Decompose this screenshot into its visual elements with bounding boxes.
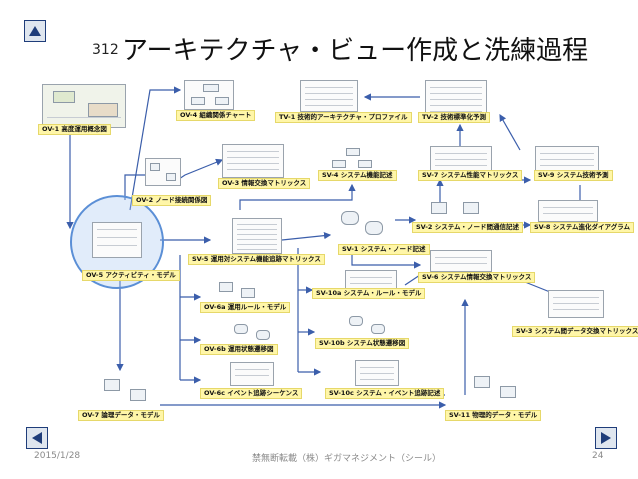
sv1-label: SV-1 システム・ノード記述 — [338, 244, 430, 255]
ov2-label: OV-2 ノード接続関係図 — [132, 195, 212, 206]
sv10b-thumbnail — [345, 312, 391, 336]
left-triangle-icon — [32, 432, 42, 444]
ov4-label: OV-4 組織関係チャート — [176, 110, 256, 121]
sv6-thumbnail — [430, 250, 492, 272]
tv2-label: TV-2 技術標準化予測 — [418, 112, 490, 123]
footer-center-text: 禁無断転載（株）ギガマネジメント（シール） — [252, 454, 442, 464]
slide-title: アーキテクチャ・ビュー作成と洗練過程 — [122, 36, 589, 66]
ov3-thumbnail — [222, 144, 284, 178]
ov6b-label: OV-6b 運用状態遷移図 — [200, 344, 278, 355]
ov4-thumbnail — [184, 80, 234, 110]
ov5-thumbnail — [92, 222, 142, 258]
ov6a-thumbnail — [215, 278, 263, 300]
prev-nav-button[interactable] — [26, 427, 48, 449]
sv2-thumbnail — [425, 196, 487, 220]
footer-page-number: 24 — [592, 451, 604, 461]
sv10a-label: SV-10a システム・ルール・モデル — [312, 288, 426, 299]
sv2-label: SV-2 システム・ノード間通信記述 — [412, 222, 524, 233]
ov6a-label: OV-6a 運用ルール・モデル — [200, 302, 291, 313]
sv5-label: SV-5 運用対システム機能追跡マトリックス — [188, 254, 325, 265]
next-nav-button[interactable] — [595, 427, 617, 449]
footer-date: 2015/1/28 — [34, 451, 81, 461]
ov7-label: OV-7 論理データ・モデル — [78, 410, 164, 421]
sv7-label: SV-7 システム性能マトリックス — [418, 170, 523, 181]
sv8-label: SV-8 システム進化ダイアグラム — [530, 222, 635, 233]
ov6c-label: OV-6c イベント追跡シーケンス — [200, 388, 303, 399]
ov1-thumbnail — [42, 84, 126, 128]
tv1-label: TV-1 技術的アーキテクチャ・プロファイル — [275, 112, 412, 123]
sv3-thumbnail — [548, 290, 604, 318]
slide-number-prefix: 312 — [92, 42, 119, 58]
sv5-thumbnail — [232, 218, 282, 254]
sv3-label: SV-3 システム間データ交換マトリックス — [512, 326, 638, 337]
sv10c-thumbnail — [355, 360, 399, 386]
ov6c-thumbnail — [230, 362, 274, 386]
sv11-thumbnail — [470, 372, 524, 402]
sv10b-label: SV-10b システム状態遷移図 — [315, 338, 410, 349]
ov1-label: OV-1 高度運用概念図 — [38, 124, 111, 135]
sv1-thumbnail — [335, 205, 391, 243]
tv1-thumbnail — [300, 80, 358, 112]
ov6b-thumbnail — [230, 320, 276, 342]
sv9-label: SV-9 システム技術予測 — [534, 170, 613, 181]
ov5-label: OV-5 アクティビティ・モデル — [82, 270, 180, 281]
ov7-thumbnail — [100, 375, 156, 405]
sv8-thumbnail — [538, 200, 598, 222]
sv11-label: SV-11 物理的データ・モデル — [445, 410, 542, 421]
up-triangle-icon — [29, 26, 41, 36]
tv2-thumbnail — [425, 80, 487, 116]
right-triangle-icon — [601, 432, 611, 444]
ov3-label: OV-3 情報交換マトリックス — [218, 178, 311, 189]
sv4-label: SV-4 システム機能記述 — [318, 170, 397, 181]
sv4-thumbnail — [328, 146, 376, 172]
up-nav-button[interactable] — [24, 20, 46, 42]
sv10c-label: SV-10c システム・イベント追跡記述 — [325, 388, 445, 399]
ov2-thumbnail — [145, 158, 181, 186]
sv6-label: SV-6 システム情報交換マトリックス — [418, 272, 536, 283]
